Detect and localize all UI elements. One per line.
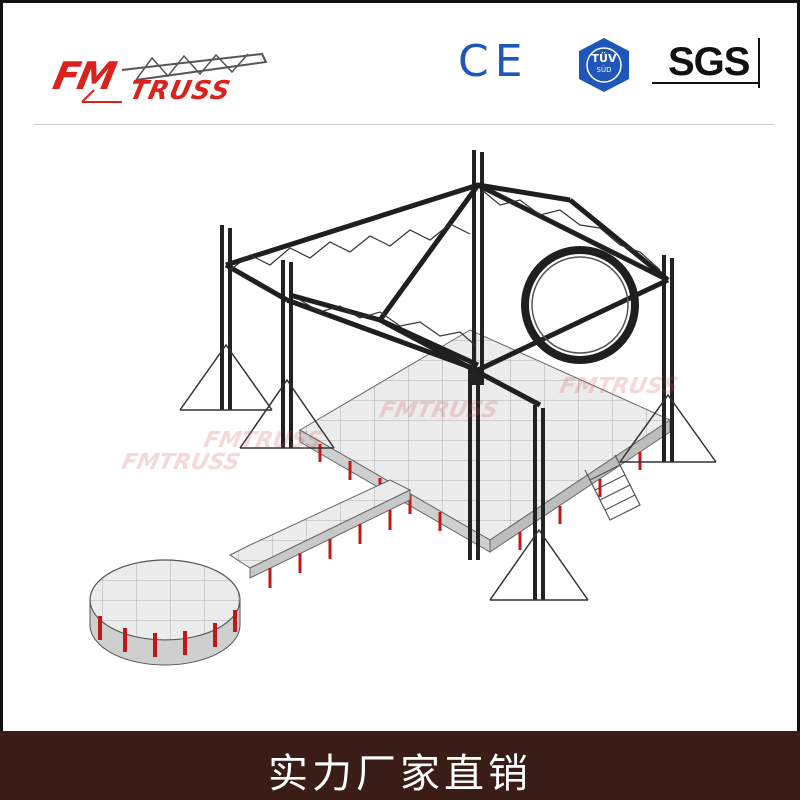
circle-truss xyxy=(521,246,639,364)
stage-stairs xyxy=(584,454,641,521)
sgs-mark: SGS xyxy=(668,40,750,84)
sgs-side-line xyxy=(758,38,760,88)
ce-mark: CE xyxy=(458,36,529,87)
footer-slogan: 实力厂家直销 xyxy=(268,751,532,797)
tuv-text: TÜV xyxy=(591,52,617,65)
tuv-mark: TÜV SÜD xyxy=(575,36,633,94)
stage-truss-drawing xyxy=(89,150,717,666)
logo-truss-graphic xyxy=(81,52,268,103)
brand-logo: FM TRUSS xyxy=(49,40,272,106)
roof-truss xyxy=(224,182,670,408)
tuv-badge-icon xyxy=(579,38,629,92)
sgs-underline xyxy=(652,82,760,84)
stage-truss-illustration: FMTRUSS FMTRUSS FMTRUSS FMTRUSS xyxy=(0,128,800,730)
watermark: FMTRUSS xyxy=(201,428,325,453)
tuv-sub-text: SÜD xyxy=(596,66,612,74)
watermark: FMTRUSS xyxy=(119,450,243,475)
roof-truss-lattice xyxy=(229,189,661,347)
header-divider xyxy=(34,124,774,125)
tower-outriggers xyxy=(179,343,717,601)
logo-fm-text: FM xyxy=(49,54,119,98)
watermark: FMTRUSS xyxy=(377,398,501,423)
footer-banner: 实力厂家直销 xyxy=(0,731,800,800)
round-stage xyxy=(89,559,241,666)
watermark: FMTRUSS xyxy=(557,374,681,399)
runway-deck xyxy=(228,479,412,588)
logo-truss-text: TRUSS xyxy=(126,76,234,106)
